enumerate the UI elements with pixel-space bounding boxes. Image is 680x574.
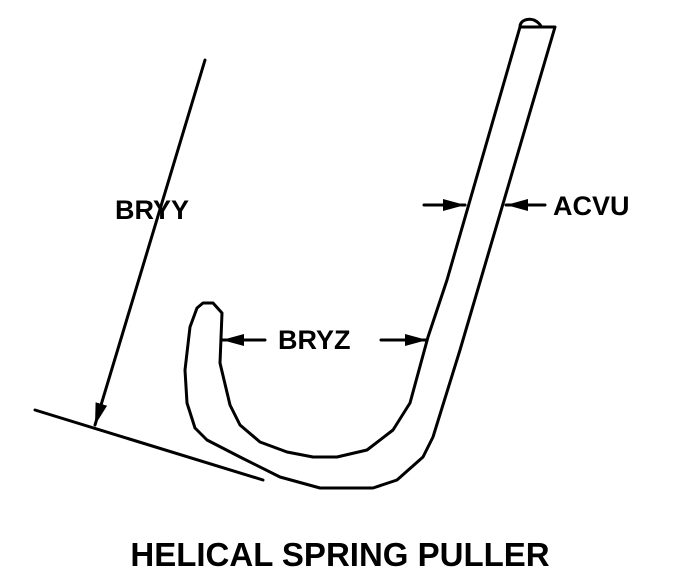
bryy-dimension-line [93,58,207,427]
rod-end-cap [518,17,543,29]
bryy-label: BRYY [115,195,190,225]
diagram-title: HELICAL SPRING PULLER [130,536,550,573]
base-reference-line [33,408,265,482]
bryz-label: BRYZ [278,325,351,355]
acvu-label: ACVU [553,191,630,221]
puller-rod-outline [183,25,557,490]
